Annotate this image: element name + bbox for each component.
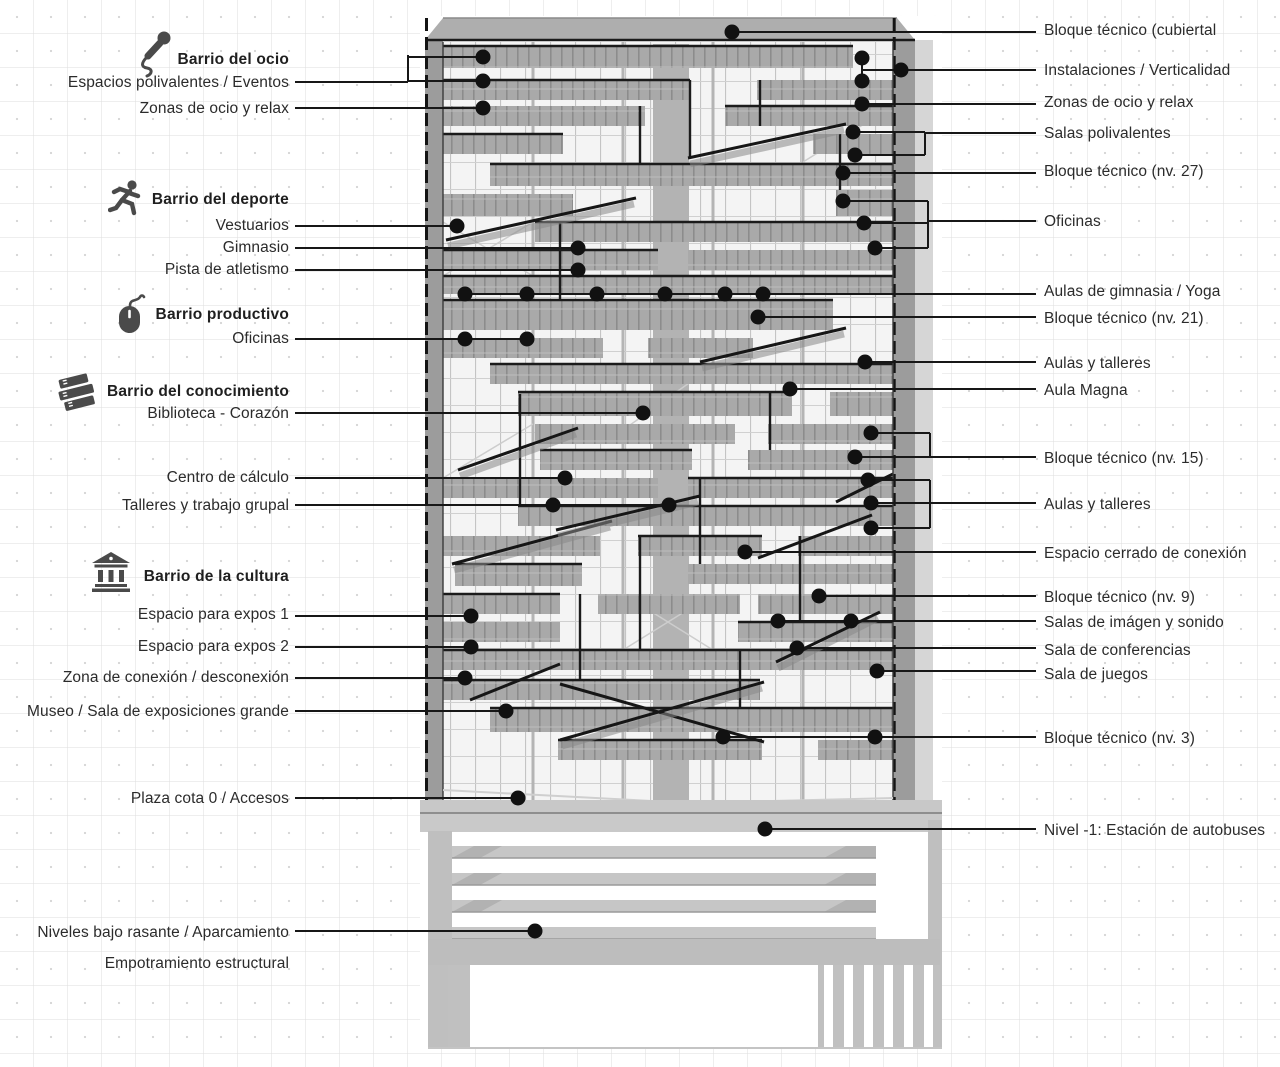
books-icon [54, 372, 100, 414]
label-aula-magna: Aula Magna [1044, 382, 1128, 399]
label-talleres-grupal: Talleres y trabajo grupal [121, 497, 289, 514]
label-zonas-ocio-relax-right: Zonas de ocio y relax [1044, 94, 1194, 111]
runner-icon [108, 180, 144, 218]
label-zonas-ocio-relax-left: Zonas de ocio y relax [139, 100, 289, 117]
label-nivel-menos-1: Nivel -1: Estación de autobuses [1044, 822, 1266, 839]
label-bloque-nv15: Bloque técnico (nv. 15) [1044, 450, 1204, 467]
label-pista-atletismo: Pista de atletismo [164, 261, 289, 278]
label-expos-1: Espacio para expos 1 [137, 606, 289, 623]
museum-icon [92, 552, 130, 592]
label-sala-conferencias: Sala de conferencias [1044, 642, 1191, 659]
label-bloque-nv27: Bloque técnico (nv. 27) [1044, 163, 1204, 180]
basement-podium [420, 789, 942, 1049]
leader-lines [295, 31, 1036, 932]
label-salas-imagen-sonido: Salas de imágen y sonido [1044, 614, 1224, 631]
group-title-productivo: Barrio productivo [155, 306, 289, 323]
group-title-cultura: Barrio de la cultura [143, 568, 289, 585]
label-gimnasio: Gimnasio [222, 239, 289, 256]
label-bloque-cubierta: Bloque técnico (cubiertal [1044, 22, 1217, 39]
label-bloque-nv3: Bloque técnico (nv. 3) [1044, 730, 1195, 747]
label-expos-2: Espacio para expos 2 [137, 638, 289, 655]
label-salas-polivalentes: Salas polivalentes [1044, 125, 1171, 142]
label-empotramiento: Empotramiento estructural [104, 955, 289, 972]
label-museo: Museo / Sala de exposiciones grande [27, 703, 289, 720]
label-aulas-talleres-1: Aulas y talleres [1044, 355, 1151, 372]
label-instalaciones: Instalaciones / Verticalidad [1044, 62, 1231, 79]
label-niveles-bajo-rasante: Niveles bajo rasante / Aparcamiento [37, 924, 289, 941]
label-espacio-cerrado-conexion: Espacio cerrado de conexión [1044, 545, 1247, 562]
label-aulas-gimnasia-yoga: Aulas de gimnasia / Yoga [1044, 283, 1221, 300]
label-oficinas-right: Oficinas [1044, 213, 1101, 230]
label-vestuarios: Vestuarios [215, 217, 289, 234]
tower-body [420, 16, 942, 1048]
label-espacios-polivalentes: Espacios polivalentes / Eventos [67, 74, 289, 91]
group-title-deporte: Barrio del deporte [151, 191, 289, 208]
label-centro-calculo: Centro de cálculo [166, 469, 289, 486]
label-sala-juegos: Sala de juegos [1044, 666, 1148, 683]
label-bloque-nv9: Bloque técnico (nv. 9) [1044, 589, 1195, 606]
label-oficinas-left: Oficinas [232, 330, 289, 347]
microphone-icon [138, 30, 174, 78]
label-aulas-talleres-2: Aulas y talleres [1044, 496, 1151, 513]
group-title-conocimiento: Barrio del conocimiento [106, 383, 289, 400]
label-biblioteca: Biblioteca - Corazón [147, 405, 289, 422]
leader-dots [449, 24, 909, 939]
label-zona-conexion: Zona de conexión / desconexión [62, 669, 289, 686]
mouse-icon [116, 294, 146, 334]
group-title-ocio: Barrio del ocio [177, 51, 289, 68]
label-bloque-nv21: Bloque técnico (nv. 21) [1044, 310, 1204, 327]
label-plaza-cota-0: Plaza cota 0 / Accesos [130, 790, 289, 807]
